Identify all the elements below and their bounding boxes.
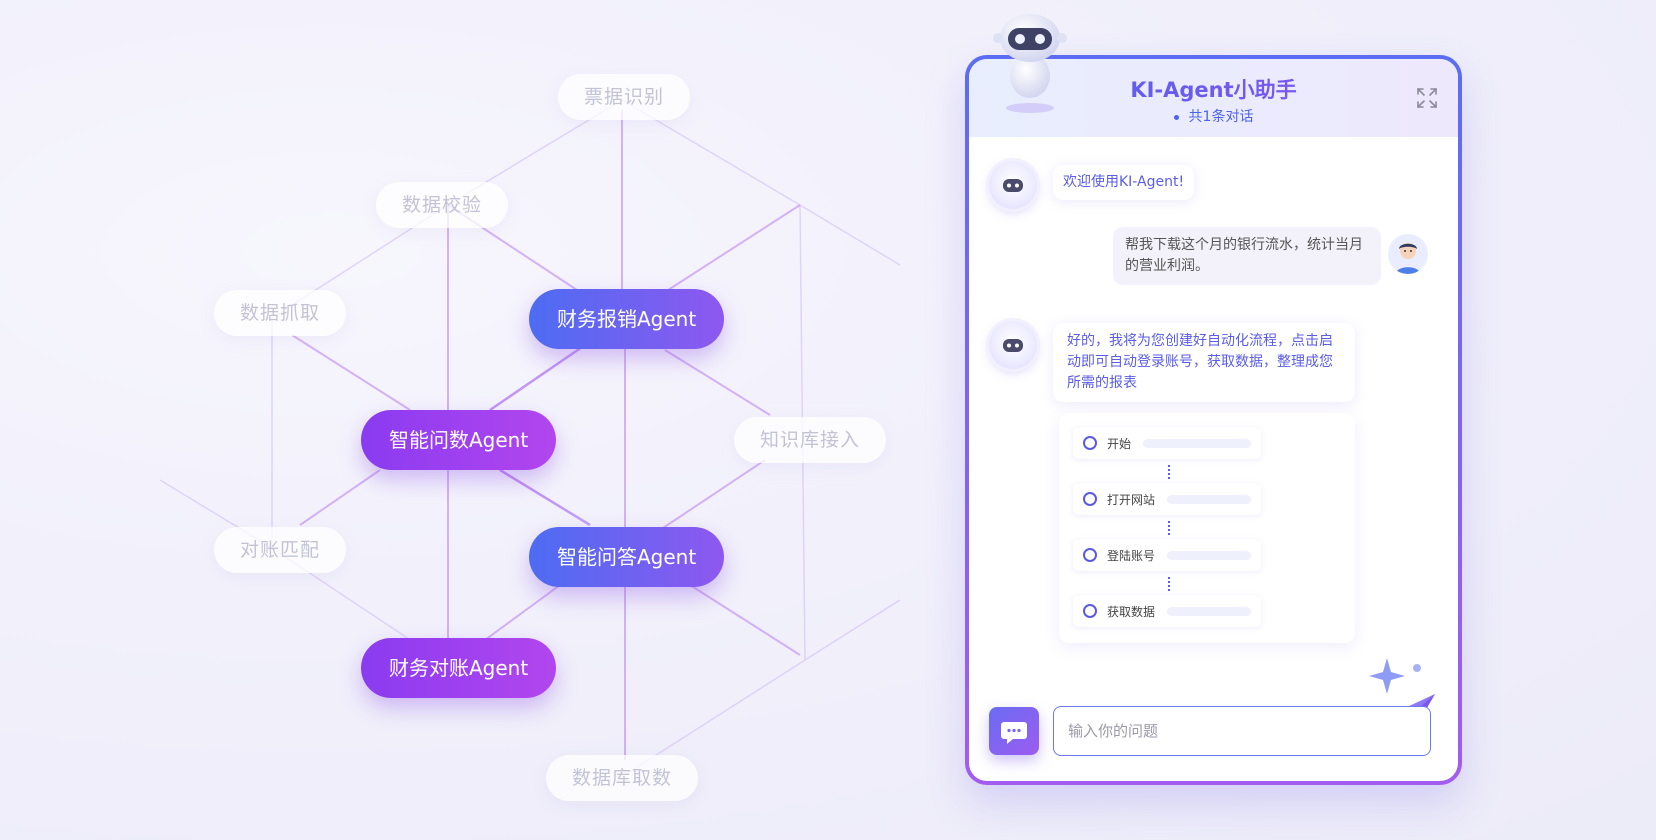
flow-step-label: 开始	[1107, 437, 1132, 451]
flow-step-label: 打开网站	[1107, 493, 1156, 507]
chat-panel: KI-Agent小助手 共1条对话 欢迎使用KI-Agent! 帮我下载这个月的…	[965, 55, 1462, 785]
step-placeholder-bar	[1167, 607, 1251, 616]
chat-mode-button[interactable]	[989, 707, 1039, 755]
ghost-node-data-validation: 数据校验	[376, 182, 509, 228]
flow-step-open-website[interactable]: 打开网站	[1073, 483, 1261, 515]
user-avatar-icon	[1388, 234, 1428, 274]
step-circle-icon	[1083, 604, 1097, 618]
agent-expense-reimbursement[interactable]: 财务报销Agent	[529, 289, 725, 349]
user-message: 帮我下载这个月的银行流水，统计当月的营业利润。	[1113, 227, 1381, 285]
expand-icon[interactable]	[1416, 87, 1438, 109]
ghost-node-database-fetch: 数据库取数	[546, 755, 699, 801]
flow-step-fetch-data[interactable]: 获取数据	[1073, 595, 1261, 627]
flow-step-start[interactable]: 开始	[1073, 427, 1261, 459]
robot-icon	[1003, 339, 1023, 352]
bot-reply-message: 好的，我将为您创建好自动化流程，点击启动即可自动登录账号，获取数据，整理成您所需…	[1053, 323, 1355, 402]
flow-connector	[1168, 577, 1170, 591]
step-placeholder-bar	[1143, 439, 1251, 448]
chat-title: KI-Agent小助手	[969, 74, 1458, 104]
agent-smart-data-query[interactable]: 智能问数Agent	[361, 410, 557, 470]
chat-subtitle: 共1条对话	[969, 106, 1458, 126]
ghost-node-data-scraping: 数据抓取	[214, 290, 347, 336]
flow-connector	[1168, 465, 1170, 479]
step-placeholder-bar	[1167, 551, 1251, 560]
chat-header: KI-Agent小助手 共1条对话	[969, 59, 1458, 137]
flow-step-label: 获取数据	[1107, 605, 1156, 619]
bot-avatar	[989, 161, 1037, 209]
bot-welcome-message: 欢迎使用KI-Agent!	[1053, 165, 1195, 200]
agent-financial-reconciliation[interactable]: 财务对账Agent	[361, 638, 557, 698]
automation-flow-card: 开始 打开网站 登陆账号 获取数据	[1059, 413, 1355, 643]
conversation-count: 共1条对话	[1188, 109, 1254, 125]
ghost-node-reconciliation-match: 对账匹配	[214, 527, 347, 573]
bot-avatar	[989, 321, 1037, 369]
step-circle-icon	[1083, 492, 1097, 506]
question-input[interactable]	[1053, 706, 1431, 756]
flow-connector	[1168, 521, 1170, 535]
step-circle-icon	[1083, 436, 1097, 450]
robot-mascot-icon	[993, 14, 1067, 113]
step-circle-icon	[1083, 548, 1097, 562]
ghost-node-receipt-recognition: 票据识别	[558, 74, 691, 120]
ghost-node-knowledge-base: 知识库接入	[734, 417, 887, 463]
flow-step-login[interactable]: 登陆账号	[1073, 539, 1261, 571]
chat-bubble-icon	[1001, 722, 1027, 744]
agent-smart-qa[interactable]: 智能问答Agent	[529, 527, 725, 587]
robot-icon	[1003, 179, 1023, 192]
flow-step-label: 登陆账号	[1107, 549, 1156, 563]
step-placeholder-bar	[1167, 495, 1251, 504]
